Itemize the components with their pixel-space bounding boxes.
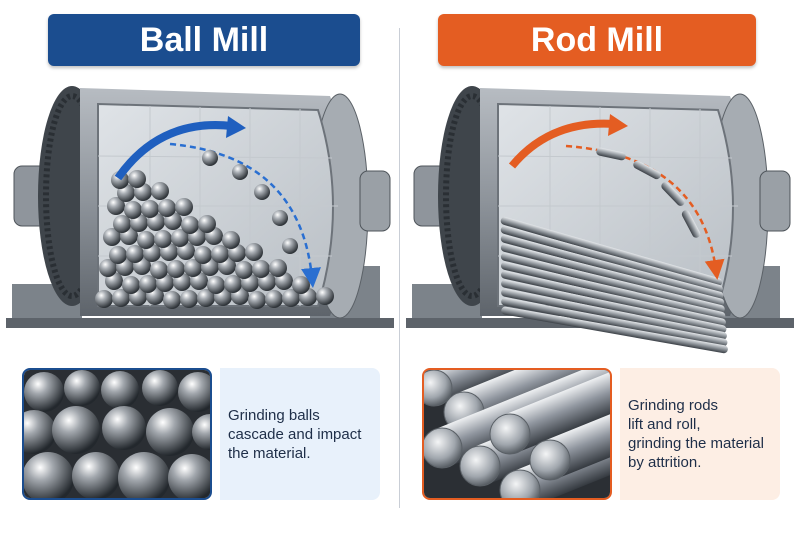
grinding-ball xyxy=(167,260,185,278)
panel-divider xyxy=(399,28,400,508)
grinding-ball xyxy=(124,201,142,219)
rod-mill-illustration xyxy=(406,86,794,354)
grinding-rod xyxy=(500,216,723,287)
ball-mill-illustration xyxy=(6,86,394,328)
grinding-ball xyxy=(224,275,242,293)
grinding-rod xyxy=(500,243,725,307)
rod-mill-title: Rod Mill xyxy=(438,14,756,66)
grinding-rod-bed xyxy=(500,216,728,354)
grinding-rod xyxy=(500,225,723,293)
grinding-rods-image xyxy=(424,370,610,498)
rod-mill-detail: Grinding rods lift and roll, grinding th… xyxy=(422,368,782,500)
grinding-ball xyxy=(141,200,159,218)
grinding-ball xyxy=(128,170,146,188)
closeup-ball xyxy=(102,406,146,450)
grinding-rod xyxy=(501,288,727,340)
grinding-ball xyxy=(181,216,199,234)
grinding-ball xyxy=(158,199,176,217)
grinding-ball xyxy=(184,259,202,277)
grinding-rod xyxy=(501,270,726,327)
grinding-ball xyxy=(109,246,127,264)
ball-mill-caption: Grinding balls cascade and impact the ma… xyxy=(220,368,380,500)
grinding-ball xyxy=(222,231,240,249)
ball-mill-panel: Ball Mill xyxy=(6,14,394,500)
closeup-ball xyxy=(64,370,100,406)
closeup-rod-body xyxy=(427,370,610,405)
cascade-arrow xyxy=(114,116,321,288)
rod-mill-caption-text: Grinding rods lift and roll, grinding th… xyxy=(628,397,764,471)
grinding-ball xyxy=(112,289,130,307)
grinding-ball xyxy=(235,261,253,279)
grinding-ball xyxy=(252,260,270,278)
grinding-ball xyxy=(194,246,212,264)
falling-balls xyxy=(202,150,298,254)
grinding-rod xyxy=(501,306,728,354)
grinding-ball xyxy=(103,228,121,246)
closeup-rod-body xyxy=(512,396,610,498)
closeup-rod-end xyxy=(459,445,501,487)
grinding-ball xyxy=(113,215,131,233)
grinding-ball xyxy=(211,245,229,263)
closeup-rod-end xyxy=(424,370,453,407)
closeup-ball xyxy=(146,408,194,456)
grinding-ball xyxy=(197,289,215,307)
grinding-ball xyxy=(95,290,113,308)
grinding-ball-pile xyxy=(95,170,334,309)
closeup-ball xyxy=(24,372,64,412)
grinding-ball xyxy=(282,289,300,307)
closeup-ball xyxy=(178,372,210,412)
grinding-rod xyxy=(500,252,725,314)
ball-mill-caption-text: Grinding balls cascade and impact the ma… xyxy=(228,406,362,462)
grinding-ball xyxy=(198,215,216,233)
grinding-ball xyxy=(150,261,168,279)
closeup-rod-end xyxy=(499,469,541,498)
grinding-ball xyxy=(180,290,198,308)
closeup-ball xyxy=(24,452,74,498)
grinding-rod xyxy=(500,234,724,300)
closeup-ball xyxy=(72,452,120,498)
grinding-ball xyxy=(175,198,193,216)
grinding-ball xyxy=(126,245,144,263)
grinding-rod xyxy=(500,261,726,320)
closeup-rod-body xyxy=(502,370,610,453)
grinding-ball xyxy=(107,197,125,215)
grinding-ball xyxy=(316,287,334,305)
closeup-ball xyxy=(192,414,210,450)
grinding-ball xyxy=(99,259,117,277)
grinding-ball xyxy=(137,231,155,249)
closeup-ball xyxy=(168,454,210,498)
closeup-rod-end xyxy=(529,439,571,481)
grinding-ball xyxy=(122,276,140,294)
grinding-rod xyxy=(501,279,727,334)
grinding-ball xyxy=(265,290,283,308)
grinding-ball xyxy=(292,276,310,294)
ball-mill-detail: Grinding balls cascade and impact the ma… xyxy=(22,368,382,500)
closeup-ball xyxy=(118,452,170,498)
falling-rods xyxy=(596,147,701,238)
closeup-ball xyxy=(142,370,178,406)
closeup-rod-end xyxy=(489,413,531,455)
grinding-ball xyxy=(139,275,157,293)
closeup-rod-end xyxy=(424,427,463,469)
rod-mill-panel: Rod Mill xyxy=(400,0,800,533)
grinding-rods-closeup xyxy=(422,368,612,500)
closeup-ball xyxy=(52,406,100,454)
grinding-ball xyxy=(171,229,189,247)
ball-mill-title: Ball Mill xyxy=(48,14,360,66)
closeup-rod-body xyxy=(542,370,610,479)
grinding-rod xyxy=(501,297,728,347)
grinding-balls-closeup xyxy=(22,368,212,500)
grinding-ball xyxy=(248,291,266,309)
rod-mill-caption: Grinding rods lift and roll, grinding th… xyxy=(620,368,780,500)
grinding-ball xyxy=(163,291,181,309)
closeup-ball xyxy=(101,371,139,409)
grinding-ball xyxy=(207,276,225,294)
grinding-ball xyxy=(154,230,172,248)
grinding-ball xyxy=(151,182,169,200)
grinding-ball xyxy=(245,243,263,261)
closeup-ball xyxy=(24,410,56,454)
grinding-balls-image xyxy=(24,370,210,498)
grinding-ball xyxy=(269,259,287,277)
